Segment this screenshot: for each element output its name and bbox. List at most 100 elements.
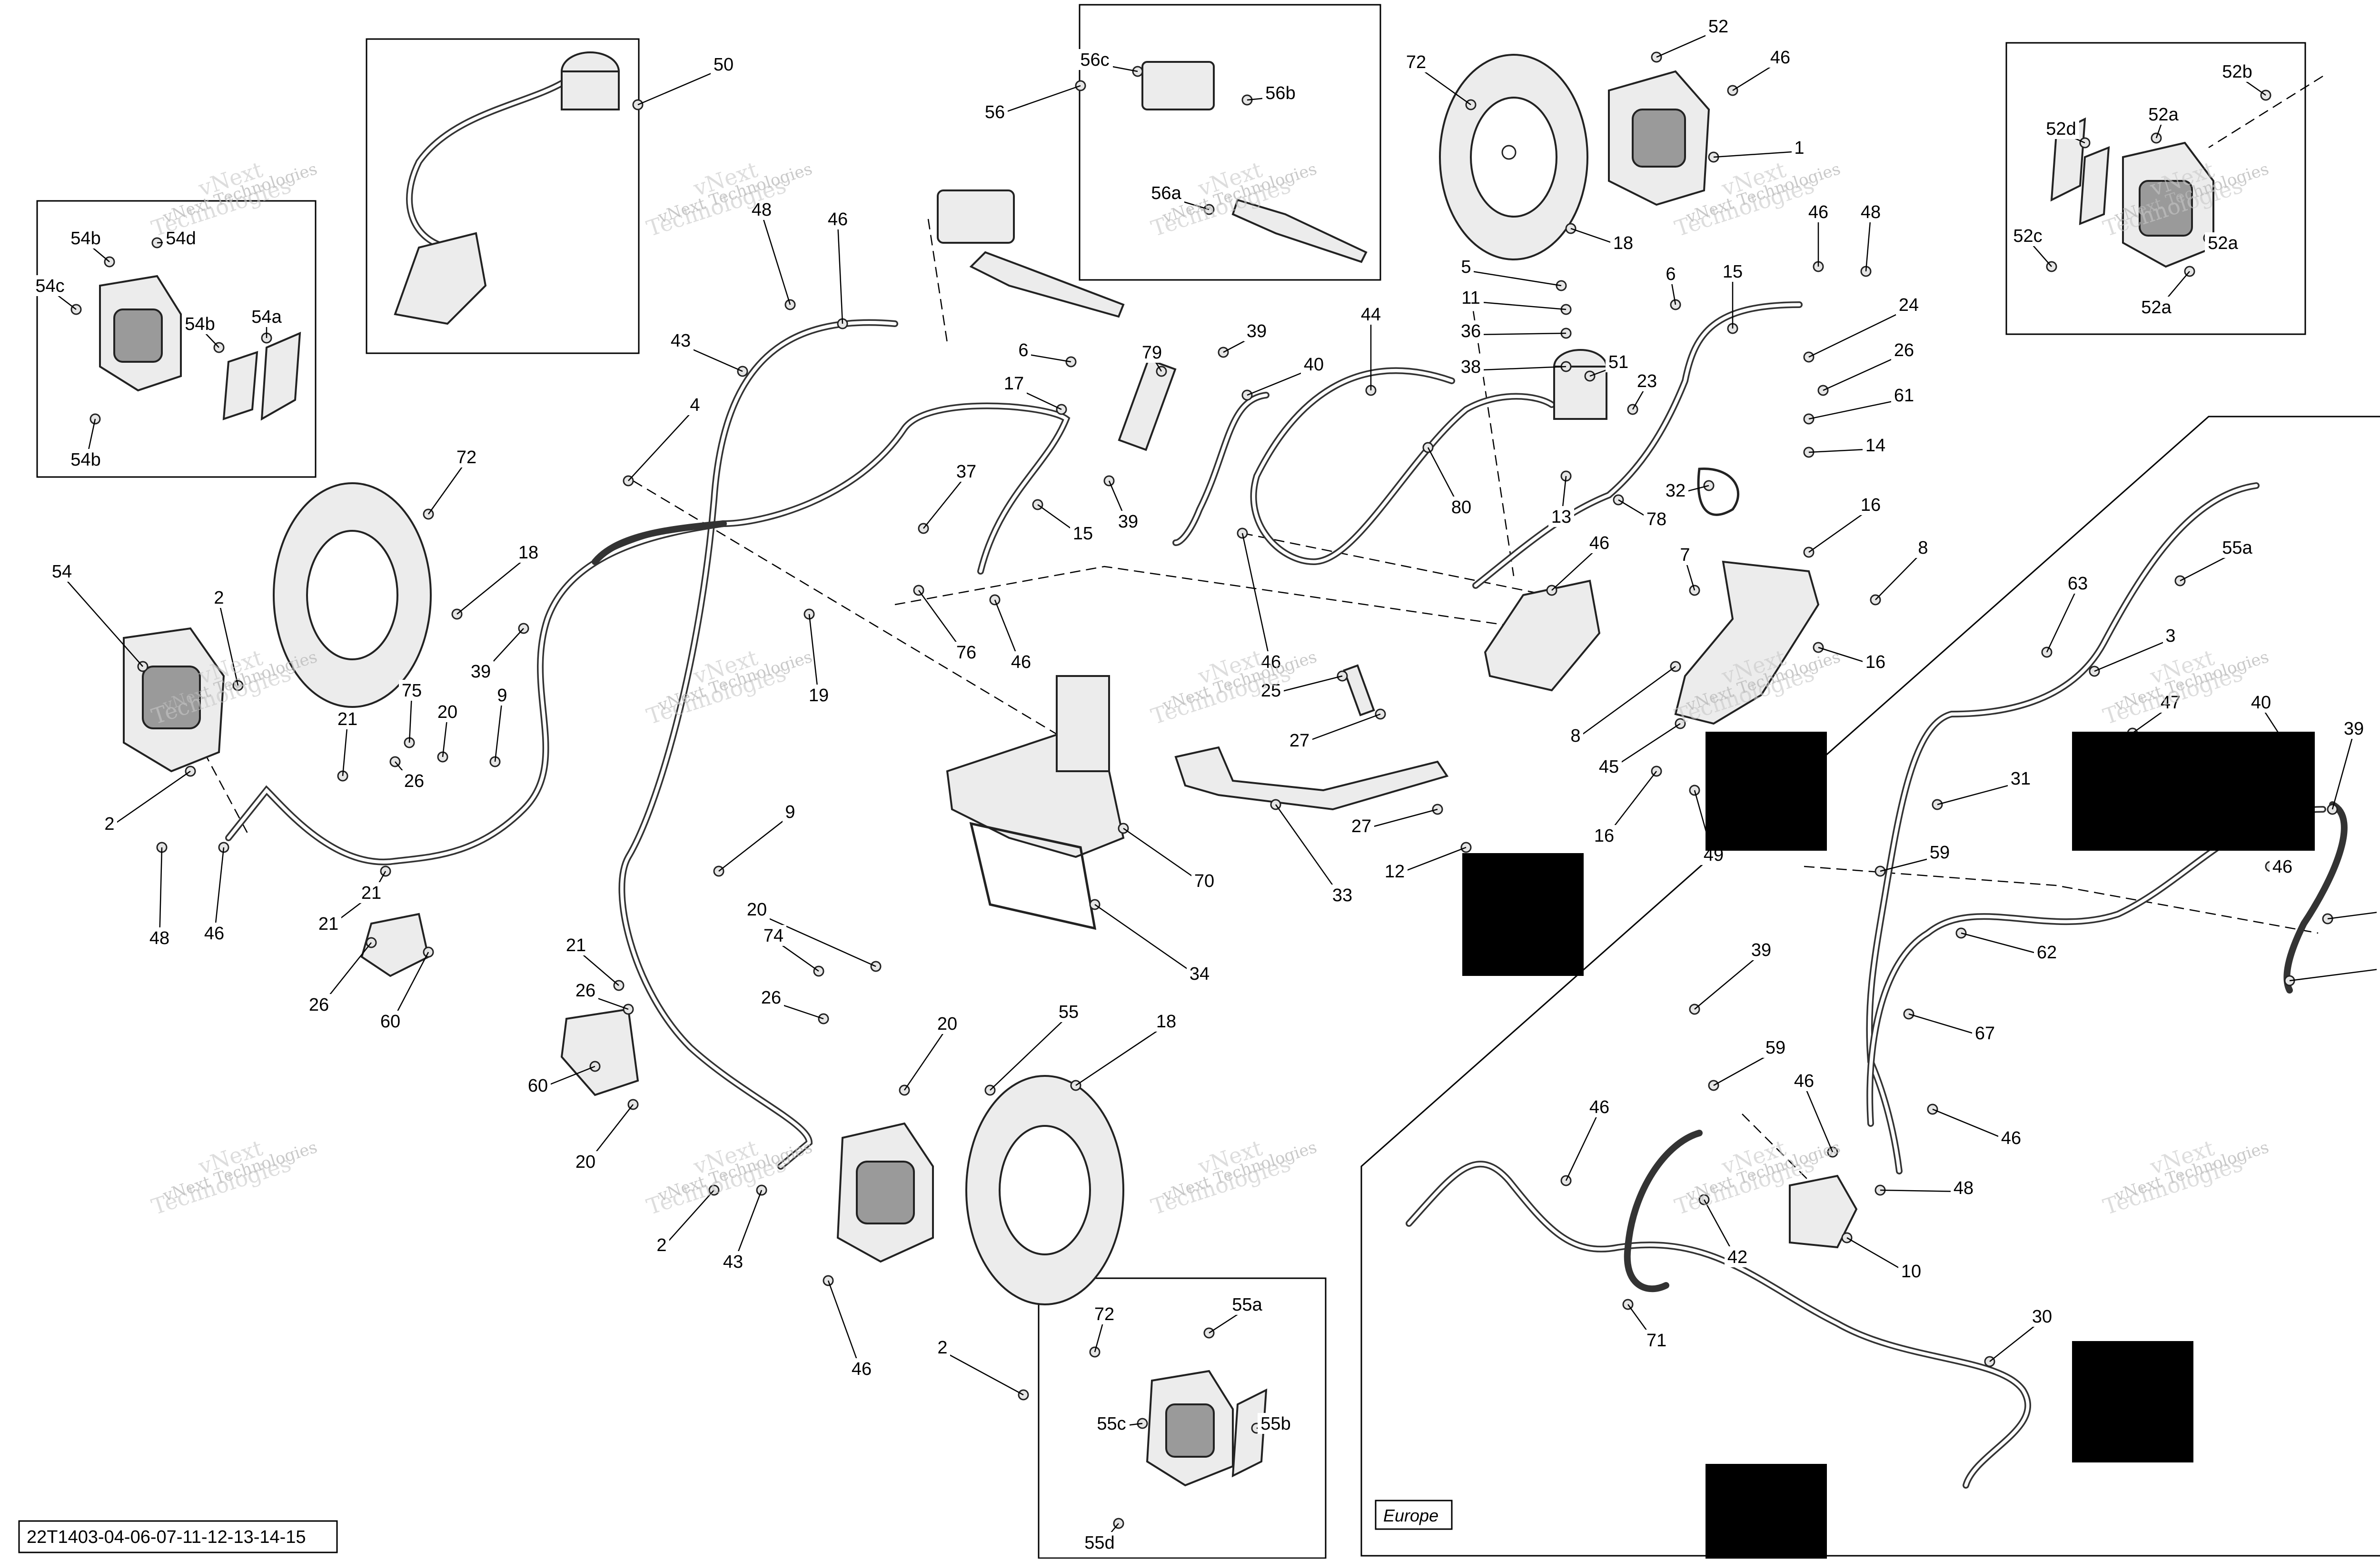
callout-background	[1644, 508, 1669, 529]
part-callout: 72	[1094, 1304, 1114, 1324]
inset-caliper-52	[2005, 42, 2306, 335]
part-callout: 8	[1918, 538, 1928, 558]
part-callout: 27	[1351, 816, 1371, 836]
callout-background	[982, 101, 1008, 122]
callout-background	[2270, 856, 2295, 877]
part-callout: 59	[1930, 843, 1950, 863]
leader-line	[1470, 332, 1567, 336]
brake-pad-icon	[222, 117, 2110, 1478]
part-callout: 9	[785, 802, 795, 822]
part-callout: 5	[1461, 257, 1471, 277]
leader-line	[1275, 804, 1343, 899]
callout-background	[1568, 725, 1583, 746]
part-callout: 55	[1059, 1002, 1079, 1022]
part-callout: 19	[809, 686, 829, 706]
part-callout: 51	[1608, 352, 1628, 372]
leader-line	[1808, 507, 1871, 553]
part-callout: 43	[671, 331, 691, 351]
callout-background	[32, 275, 68, 296]
leader-line	[2046, 587, 2079, 653]
callout-background	[377, 1011, 403, 1032]
callout-background	[1081, 1532, 1118, 1553]
callout-background	[2248, 692, 2274, 713]
part-callout: 72	[1406, 52, 1426, 72]
callout-background	[1606, 351, 1631, 372]
part-callout: 54c	[35, 276, 64, 296]
part-callout: 26	[1894, 340, 1914, 360]
callout-background	[435, 701, 460, 722]
part-callout: 9	[497, 686, 507, 706]
part-callout: 54	[52, 562, 72, 582]
callout-background	[2158, 692, 2183, 713]
part-callout: 21	[566, 935, 586, 955]
part-callout: 37	[956, 462, 976, 482]
part-callout: 14	[1865, 436, 1885, 456]
part-callout: 12	[1385, 862, 1405, 882]
part-callout: 72	[456, 447, 476, 467]
leader-line	[827, 1280, 863, 1373]
callout-background	[1115, 511, 1141, 532]
part-callout: 40	[1304, 355, 1324, 375]
callout-background	[1191, 870, 1217, 891]
callout-background	[825, 209, 851, 229]
part-callout: 30	[2032, 1307, 2052, 1327]
leader-line	[2331, 732, 2355, 810]
master-cylinder-icon	[937, 61, 1368, 318]
callout-background	[2138, 297, 2174, 318]
callout-background	[1056, 1001, 1081, 1022]
callout-background	[2008, 768, 2033, 789]
part-callout: 47	[2161, 693, 2181, 713]
leader-line	[2289, 968, 2380, 982]
callout-background	[2219, 537, 2255, 558]
callout-background	[934, 1013, 960, 1034]
part-callout: 24	[1899, 295, 1919, 315]
part-callout: 31	[2011, 769, 2031, 789]
part-callout: 2	[937, 1338, 947, 1358]
callout-background	[1258, 1413, 1294, 1434]
callout-background	[147, 927, 172, 948]
callout-background	[668, 330, 694, 351]
part-callout: 46	[1011, 652, 1031, 672]
part-callout: 16	[1861, 495, 1881, 515]
callout-background	[935, 1337, 950, 1358]
brake-disc-icon	[1439, 54, 1588, 260]
part-callout: 46	[1589, 533, 1609, 553]
callout-background	[1587, 532, 1612, 553]
callout-background	[335, 708, 360, 729]
callout-background	[1077, 49, 1113, 70]
callout-background	[1805, 201, 1831, 222]
part-callout: 79	[1142, 343, 1162, 363]
callout-background	[1763, 1037, 1788, 1058]
part-callout: 21	[318, 914, 338, 934]
callout-background	[2145, 104, 2182, 125]
callout-background	[1382, 861, 1408, 882]
part-callout: 15	[1723, 262, 1743, 282]
part-callout: 26	[761, 988, 781, 1008]
leader-line	[628, 408, 695, 481]
callout-background	[1858, 494, 1884, 515]
part-callout: 56a	[1151, 183, 1181, 203]
callout-background	[2377, 954, 2380, 974]
part-callout: 54b	[70, 450, 100, 470]
leader-line	[756, 912, 876, 967]
europe-region-box	[1360, 416, 2380, 1557]
callout-background	[2010, 225, 2046, 246]
callout-background	[1591, 825, 1617, 846]
callout-background	[2377, 896, 2380, 917]
part-callout: 80	[1451, 497, 1471, 517]
hose-icon	[969, 358, 1739, 930]
part-callout: 42	[1727, 1247, 1747, 1267]
diagram-code: 22T1403-04-06-07-11-12-13-14-15	[27, 1527, 306, 1547]
callout-background	[2163, 625, 2178, 646]
callout-background	[687, 394, 703, 415]
callout-background	[1706, 16, 1731, 37]
callout-background	[953, 461, 979, 482]
callout-background	[758, 987, 784, 1008]
callout-background	[1767, 47, 1793, 68]
leader-line	[1575, 666, 1676, 740]
part-callout: 60	[528, 1076, 548, 1096]
callout-background	[744, 899, 770, 920]
leader-line	[1932, 1108, 2012, 1143]
